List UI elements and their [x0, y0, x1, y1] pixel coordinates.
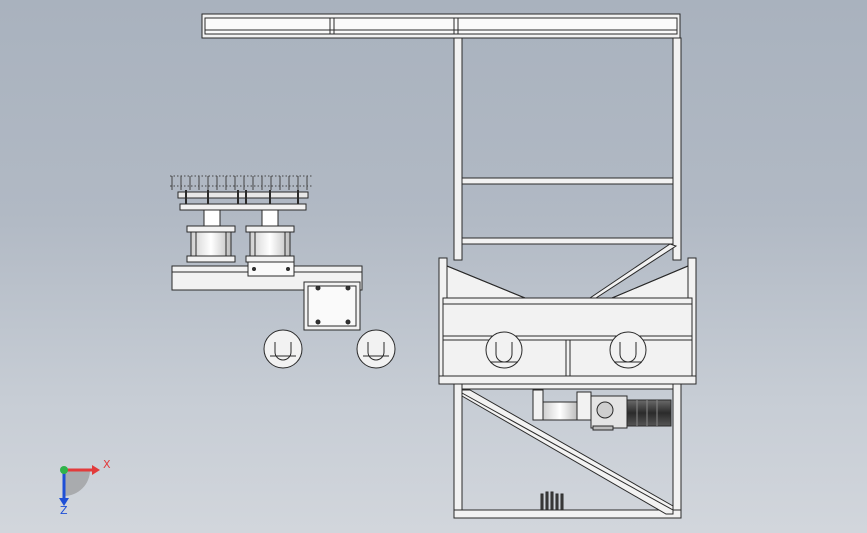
carriage-assembly[interactable]: [438, 257, 697, 385]
lower-frame[interactable]: [453, 383, 682, 519]
top-beam[interactable]: [201, 13, 681, 39]
bottom-fixture: [540, 491, 564, 511]
wheel-left[interactable]: [263, 329, 303, 369]
carriage-wheel-left[interactable]: [485, 331, 523, 369]
vertical-posts[interactable]: [453, 37, 682, 261]
cross-braces[interactable]: [461, 177, 678, 299]
cylinder-left[interactable]: [186, 225, 236, 263]
cylinder-right[interactable]: [245, 225, 295, 263]
gripper-assembly[interactable]: [170, 175, 396, 369]
carriage-wheel-right[interactable]: [609, 331, 647, 369]
axis-z-label: Z: [60, 504, 68, 517]
main-frame[interactable]: [201, 13, 682, 299]
coordinate-triad-icon: [59, 465, 100, 506]
mount-plate[interactable]: [303, 281, 361, 331]
pin-row: [170, 175, 312, 187]
drive-motor[interactable]: [532, 389, 672, 431]
pin-ticks: [171, 176, 308, 190]
axis-x-label: X: [103, 458, 111, 471]
wheel-right[interactable]: [356, 329, 396, 369]
